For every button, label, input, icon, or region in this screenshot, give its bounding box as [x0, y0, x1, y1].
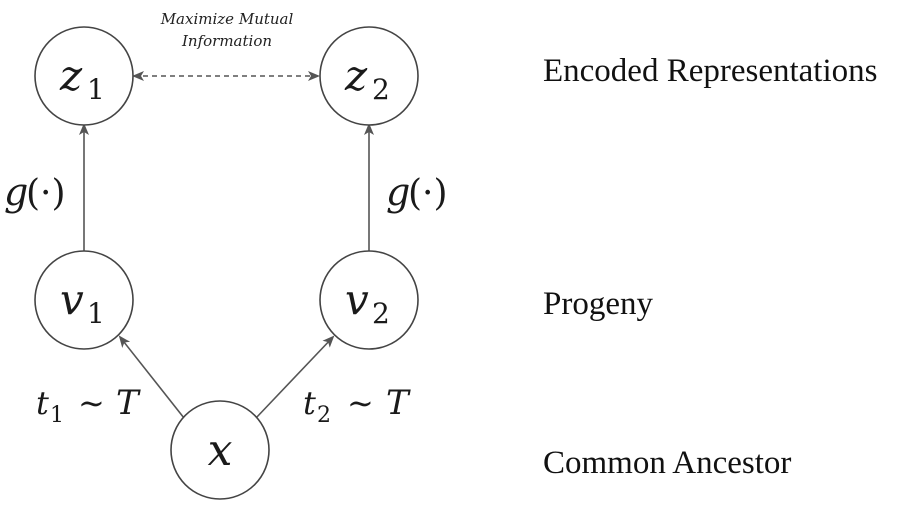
node-z2-sub: 2: [372, 73, 390, 106]
node-z2: z 2: [319, 26, 419, 126]
aug-right-rel: ∼: [347, 384, 374, 422]
node-v1: v 1: [34, 250, 134, 350]
row-label-common-ancestor: Common Ancestor: [543, 445, 791, 481]
aug-left-set: T: [116, 383, 141, 423]
aug-left-sub: 1: [50, 403, 64, 428]
node-v2: v 2: [319, 250, 419, 350]
aug-right-var: t: [303, 384, 316, 422]
annotation-line-1: Maximize Mutual: [160, 10, 294, 28]
annotation-line-2: Information: [181, 32, 272, 50]
aug-right-set: T: [386, 383, 411, 423]
augmentation-arrow-right: [255, 335, 335, 419]
node-z1: z 1: [34, 26, 134, 126]
encoder-left-args: (·): [26, 173, 66, 214]
node-v1-var: v: [60, 275, 84, 324]
node-x: x: [170, 400, 270, 500]
augmentation-arrow-left: [118, 335, 185, 419]
augmentation-label-left: t 1 ∼ T: [36, 383, 141, 428]
node-v2-sub: 2: [372, 297, 390, 330]
encoder-right-fn: g: [386, 170, 410, 214]
node-z1-sub: 1: [87, 73, 105, 106]
row-label-encoded-representations: Encoded Representations: [543, 53, 877, 89]
node-z2-var: z: [344, 51, 368, 100]
aug-left-rel: ∼: [78, 384, 105, 422]
row-label-progeny: Progeny: [543, 286, 653, 322]
encoder-label-left: g (·): [4, 170, 66, 214]
encoder-left-fn: g: [4, 170, 28, 214]
augmentation-label-right: t 2 ∼ T: [303, 383, 411, 428]
aug-right-sub: 2: [317, 403, 331, 428]
encoder-right-args: (·): [408, 173, 448, 214]
node-x-var: x: [208, 425, 233, 476]
node-z1-var: z: [59, 51, 83, 100]
node-v2-var: v: [345, 275, 369, 324]
aug-left-var: t: [36, 384, 49, 422]
node-v1-sub: 1: [87, 297, 105, 330]
encoder-label-right: g (·): [386, 170, 448, 214]
